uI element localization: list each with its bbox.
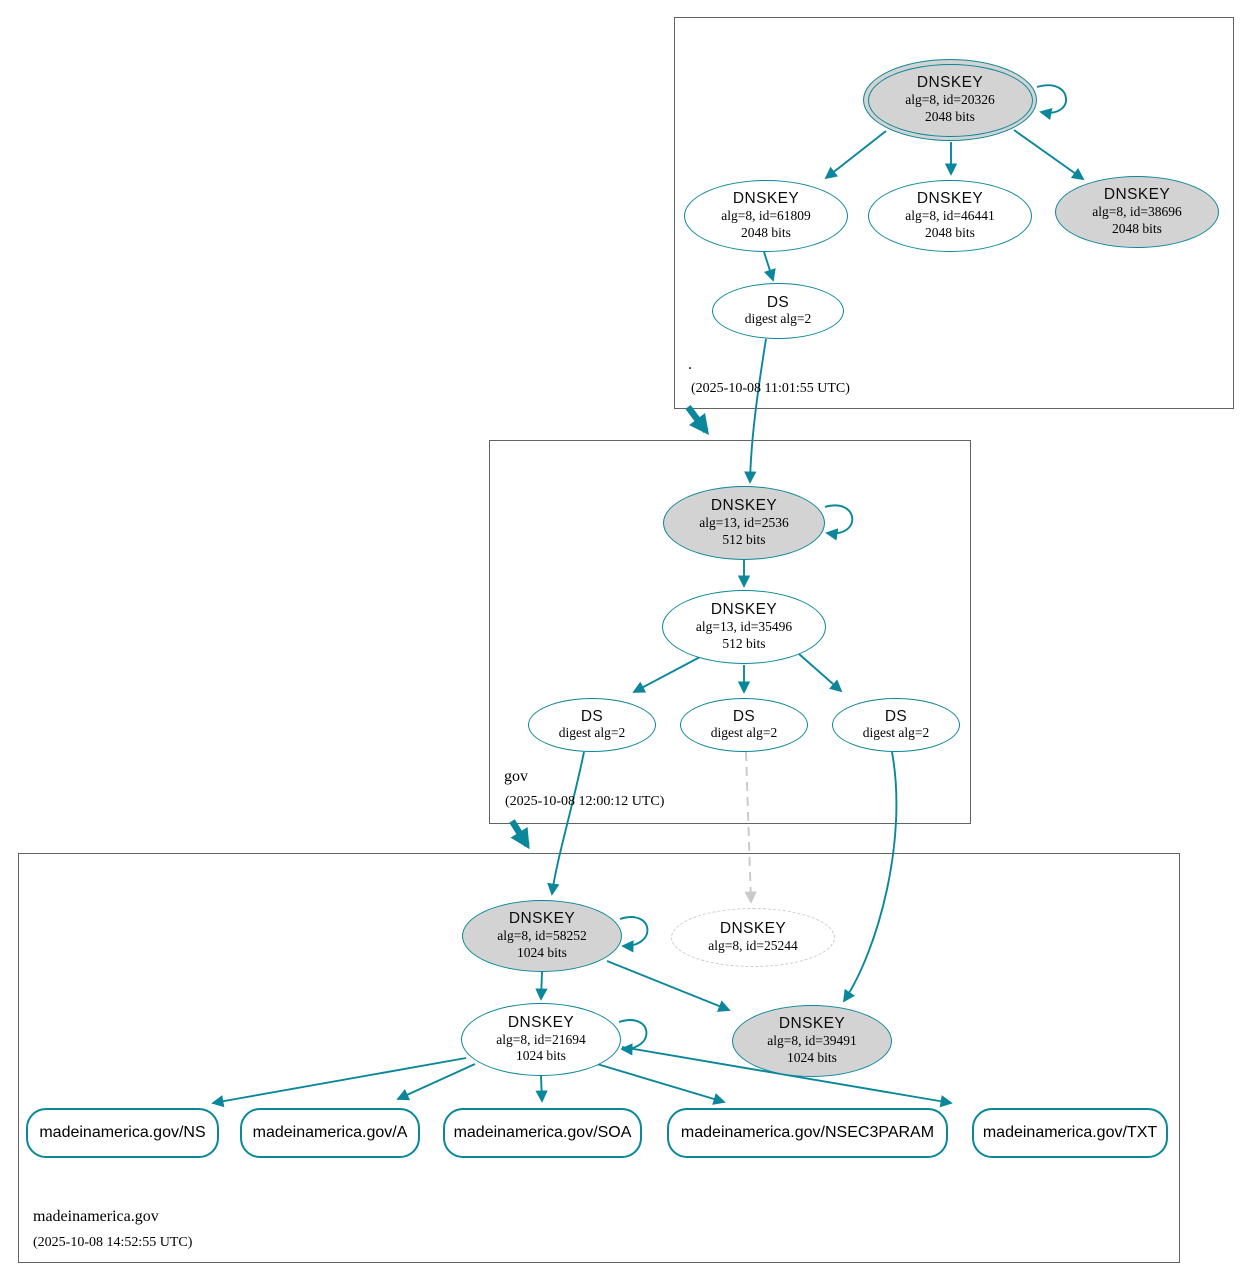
ds-root-node[interactable]: DS digest alg=2 bbox=[712, 283, 844, 339]
rrset-ns-node[interactable]: madeinamerica.gov/NS bbox=[26, 1108, 219, 1158]
node-bits: 1024 bits bbox=[516, 1048, 566, 1064]
node-type: DS bbox=[766, 293, 790, 311]
ds-gov-mid-node[interactable]: DS digest alg=2 bbox=[680, 698, 808, 752]
dnskey-58252-node[interactable]: DNSKEY alg=8, id=58252 1024 bits bbox=[462, 900, 622, 972]
dnskey-2536-node[interactable]: DNSKEY alg=13, id=2536 512 bits bbox=[663, 486, 825, 560]
zone-timestamp-gov: (2025-10-08 12:00:12 UTC) bbox=[505, 794, 665, 809]
ds-gov-left-node[interactable]: DS digest alg=2 bbox=[528, 698, 656, 752]
zone-label-root: . bbox=[688, 356, 692, 373]
node-bits: 1024 bits bbox=[517, 944, 567, 960]
rrset-label: madeinamerica.gov/NS bbox=[39, 1124, 206, 1141]
node-type: DS bbox=[884, 707, 908, 725]
rrset-nsec3param-node[interactable]: madeinamerica.gov/NSEC3PARAM bbox=[667, 1108, 948, 1158]
node-type: DNSKEY bbox=[719, 920, 787, 938]
node-bits: 2048 bits bbox=[1112, 220, 1162, 236]
node-type: DNSKEY bbox=[507, 1013, 575, 1031]
node-alg-id: alg=8, id=39491 bbox=[767, 1033, 857, 1049]
node-alg-id: alg=8, id=20326 bbox=[905, 92, 995, 108]
zone-timestamp-root: (2025-10-08 11:01:55 UTC) bbox=[691, 381, 850, 396]
ds-gov-right-node[interactable]: DS digest alg=2 bbox=[832, 698, 960, 752]
rrset-label: madeinamerica.gov/SOA bbox=[453, 1124, 632, 1141]
zone-label-madeinamerica: madeinamerica.gov bbox=[33, 1208, 159, 1225]
zone-label-gov: gov bbox=[504, 768, 528, 785]
node-bits: 2048 bits bbox=[741, 224, 791, 240]
node-bits: 1024 bits bbox=[787, 1049, 837, 1065]
node-type: DS bbox=[580, 707, 604, 725]
node-alg-id: alg=8, id=25244 bbox=[708, 937, 798, 953]
node-type: DNSKEY bbox=[916, 190, 984, 208]
node-type: DNSKEY bbox=[710, 497, 778, 515]
node-bits: 2048 bits bbox=[925, 224, 975, 240]
zone-box-gov bbox=[489, 440, 971, 824]
dnskey-61809-node[interactable]: DNSKEY alg=8, id=61809 2048 bits bbox=[684, 180, 848, 252]
node-type: DNSKEY bbox=[508, 910, 576, 928]
rrset-label: madeinamerica.gov/A bbox=[252, 1124, 408, 1141]
node-alg-id: alg=13, id=35496 bbox=[695, 619, 793, 635]
node-alg-id: alg=8, id=38696 bbox=[1092, 204, 1182, 220]
node-alg-id: alg=8, id=21694 bbox=[496, 1031, 586, 1047]
dnskey-46441-node[interactable]: DNSKEY alg=8, id=46441 2048 bits bbox=[868, 180, 1032, 252]
node-bits: 512 bits bbox=[722, 635, 766, 651]
rrset-label: madeinamerica.gov/TXT bbox=[982, 1124, 1158, 1141]
rrset-soa-node[interactable]: madeinamerica.gov/SOA bbox=[443, 1108, 642, 1158]
rrset-txt-node[interactable]: madeinamerica.gov/TXT bbox=[972, 1108, 1168, 1158]
edge-delegation-root-to-gov bbox=[685, 405, 709, 435]
node-alg-id: alg=8, id=58252 bbox=[497, 928, 587, 944]
rrset-a-node[interactable]: madeinamerica.gov/A bbox=[240, 1108, 420, 1158]
rrset-label: madeinamerica.gov/NSEC3PARAM bbox=[680, 1124, 935, 1141]
node-alg-id: alg=8, id=46441 bbox=[905, 208, 995, 224]
node-bits: 512 bits bbox=[722, 531, 766, 547]
edge-delegation-gov-to-madeinamerica bbox=[509, 819, 530, 850]
node-alg-id: alg=8, id=61809 bbox=[721, 208, 811, 224]
node-type: DNSKEY bbox=[732, 190, 800, 208]
node-type: DNSKEY bbox=[710, 601, 778, 619]
node-digest: digest alg=2 bbox=[862, 725, 930, 741]
dnskey-25244-node[interactable]: DNSKEY alg=8, id=25244 bbox=[671, 908, 835, 967]
node-digest: digest alg=2 bbox=[744, 311, 812, 327]
dnskey-38696-node[interactable]: DNSKEY alg=8, id=38696 2048 bits bbox=[1055, 176, 1219, 248]
dnskey-21694-node[interactable]: DNSKEY alg=8, id=21694 1024 bits bbox=[461, 1003, 621, 1076]
zone-box-root bbox=[674, 17, 1234, 409]
node-alg-id: alg=13, id=2536 bbox=[699, 515, 789, 531]
dnskey-20326-node[interactable]: DNSKEY alg=8, id=20326 2048 bits bbox=[863, 59, 1037, 141]
node-digest: digest alg=2 bbox=[710, 725, 778, 741]
dnskey-35496-node[interactable]: DNSKEY alg=13, id=35496 512 bits bbox=[662, 590, 826, 664]
dnskey-39491-node[interactable]: DNSKEY alg=8, id=39491 1024 bits bbox=[732, 1005, 892, 1077]
node-type: DS bbox=[732, 707, 756, 725]
zone-box-madeinamerica bbox=[18, 853, 1180, 1263]
node-type: DNSKEY bbox=[1103, 186, 1171, 204]
zone-timestamp-madeinamerica: (2025-10-08 14:52:55 UTC) bbox=[33, 1235, 193, 1250]
node-bits: 2048 bits bbox=[925, 108, 975, 124]
node-type: DNSKEY bbox=[778, 1015, 846, 1033]
node-type: DNSKEY bbox=[916, 74, 984, 92]
node-digest: digest alg=2 bbox=[558, 725, 626, 741]
